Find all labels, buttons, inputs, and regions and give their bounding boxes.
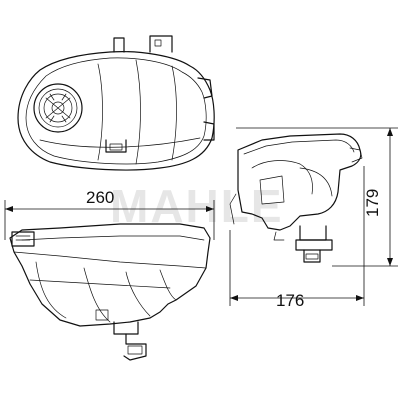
dimension-height — [236, 127, 398, 267]
dimension-width-label: 260 — [86, 188, 114, 207]
watermark: MAHLE — [110, 180, 284, 232]
top-mount-tab-left — [113, 37, 125, 53]
top-view-outline — [17, 51, 215, 171]
dimension-depth-label: 176 — [276, 291, 304, 310]
side-view — [229, 133, 363, 263]
side-view-outline — [237, 133, 362, 231]
side-outlet — [303, 249, 321, 263]
front-cap — [11, 231, 35, 247]
top-mount-tab-right — [149, 35, 173, 53]
top-outlet — [105, 139, 127, 153]
front-view-outline — [9, 223, 211, 327]
dimension-height-label: 179 — [363, 189, 382, 217]
front-outlet — [123, 333, 147, 361]
top-view — [17, 35, 215, 171]
dimension-depth — [229, 166, 365, 306]
front-view — [9, 223, 211, 361]
filler-cap — [33, 83, 83, 133]
dimension-width — [4, 200, 215, 240]
